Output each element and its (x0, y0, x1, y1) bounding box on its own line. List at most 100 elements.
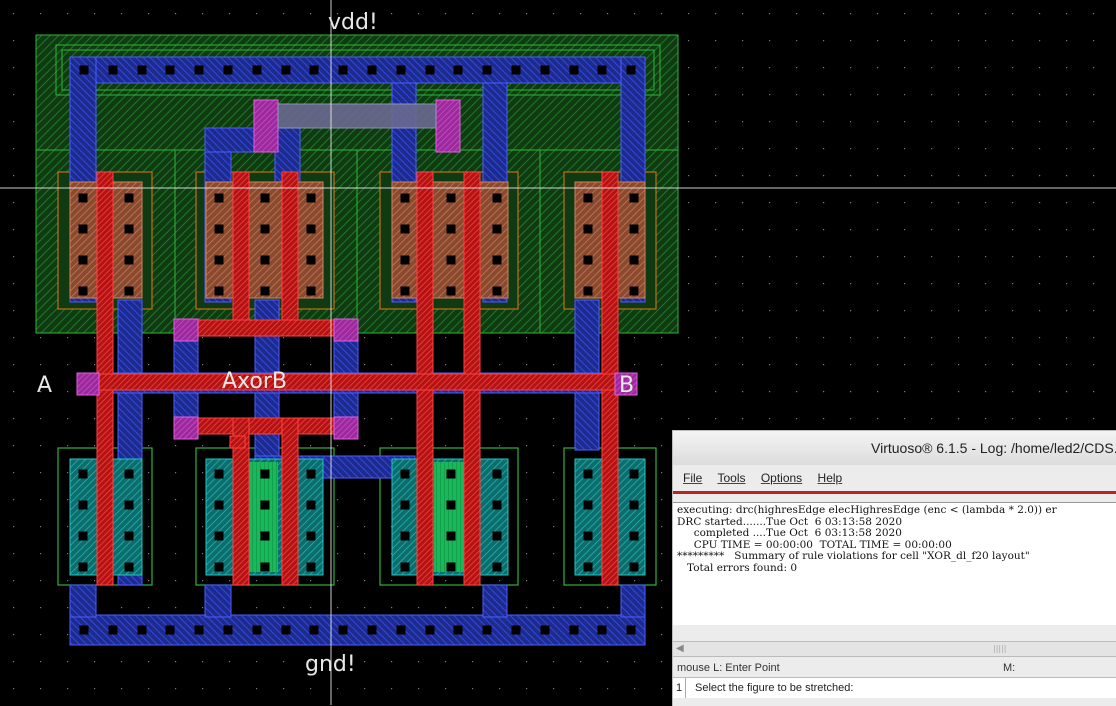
contact-square (214, 193, 224, 203)
menu-file[interactable]: File (683, 471, 703, 485)
log-window-title[interactable]: Virtuoso® 6.1.5 - Log: /home/led2/CDS. (673, 431, 1116, 465)
contact-square (367, 65, 377, 75)
contact-square (260, 286, 270, 296)
contact-square (124, 255, 134, 265)
contact-square (492, 531, 502, 541)
log-line: CPU TIME = 00:00:00 TOTAL TIME = 00:00:0… (677, 538, 952, 551)
metal1-routing (69, 56, 646, 646)
log-output[interactable]: executing: drc(highresEdge elecHighresEd… (673, 502, 1116, 625)
log-horizontal-scrollbar[interactable]: ◀ ||||| (673, 641, 1116, 657)
command-prompt[interactable]: 1 Select the figure to be stretched: (673, 678, 1116, 698)
output-net-label: AxorB (222, 369, 287, 394)
contact-square (492, 469, 502, 479)
contact-square (540, 625, 550, 635)
contact-square (194, 65, 204, 75)
contact-square (396, 65, 406, 75)
contact-square (306, 531, 316, 541)
contact-square (446, 562, 456, 572)
contact-square (400, 562, 410, 572)
via-contacts (76, 99, 638, 440)
contact-square (281, 625, 291, 635)
menu-tools[interactable]: Tools (717, 471, 746, 485)
contact-square (400, 224, 410, 234)
contact-square (492, 255, 502, 265)
contact-square (583, 500, 593, 510)
contact-square (260, 469, 270, 479)
contact-square (511, 625, 521, 635)
contact-square (400, 286, 410, 296)
log-menubar: File Tools Options Help (673, 465, 1116, 494)
contact-square (629, 562, 639, 572)
contact-square (583, 255, 593, 265)
contact-square (124, 469, 134, 479)
contact-square (446, 286, 456, 296)
contact-square (492, 286, 502, 296)
contact-square (79, 65, 89, 75)
contact-square (252, 65, 262, 75)
log-window[interactable]: Virtuoso® 6.1.5 - Log: /home/led2/CDS. F… (672, 430, 1116, 706)
contact-square (260, 531, 270, 541)
contact-square (78, 469, 88, 479)
contact-square (629, 469, 639, 479)
contact-square (124, 224, 134, 234)
menu-help[interactable]: Help (817, 471, 843, 485)
contact-square (78, 224, 88, 234)
scroll-grip-icon[interactable]: ||||| (993, 644, 1007, 653)
vdd-pin-label: vdd! (328, 10, 378, 35)
contact-square (260, 224, 270, 234)
mouse-status-bar: mouse L: Enter Point M: (673, 659, 1116, 678)
contact-square (583, 193, 593, 203)
contact-square (492, 193, 502, 203)
contact-square (79, 625, 89, 635)
contact-square (446, 193, 456, 203)
log-line: Total errors found: 0 (677, 561, 798, 574)
contact-square (108, 625, 118, 635)
contact-square (214, 562, 224, 572)
contact-square (569, 625, 579, 635)
contact-square (583, 224, 593, 234)
contact-square (281, 65, 291, 75)
contact-square (78, 286, 88, 296)
contact-array (78, 65, 639, 635)
contact-square (306, 562, 316, 572)
contact-square (260, 500, 270, 510)
contact-square (338, 65, 348, 75)
contact-square (306, 286, 316, 296)
contact-square (214, 255, 224, 265)
scroll-left-icon[interactable]: ◀ (676, 643, 684, 654)
prompt-text: Select the figure to be stretched: (695, 682, 854, 694)
log-line: completed ....Tue Oct 6 03:13:58 2020 (677, 527, 902, 540)
contact-square (629, 255, 639, 265)
contact-square (597, 625, 607, 635)
contact-square (629, 193, 639, 203)
contact-square (446, 469, 456, 479)
contact-square (396, 625, 406, 635)
contact-square (425, 65, 435, 75)
contact-square (492, 500, 502, 510)
contact-square (108, 65, 118, 75)
contact-square (446, 255, 456, 265)
contact-square (306, 193, 316, 203)
contact-square (629, 531, 639, 541)
prompt-number: 1 (673, 678, 686, 698)
poly-gates (79, 171, 631, 586)
log-line: ********* Summary of rule violations for… (677, 550, 1030, 563)
contact-square (78, 255, 88, 265)
contact-square (400, 255, 410, 265)
contact-square (453, 625, 463, 635)
menu-options[interactable]: Options (760, 471, 803, 485)
contact-square (306, 255, 316, 265)
contact-square (214, 531, 224, 541)
contact-square (492, 224, 502, 234)
contact-square (252, 625, 262, 635)
contact-square (260, 193, 270, 203)
contact-square (309, 65, 319, 75)
contact-square (400, 469, 410, 479)
contact-square (446, 531, 456, 541)
contact-square (306, 500, 316, 510)
contact-square (214, 286, 224, 296)
contact-square (446, 500, 456, 510)
contact-square (165, 625, 175, 635)
contact-square (124, 500, 134, 510)
